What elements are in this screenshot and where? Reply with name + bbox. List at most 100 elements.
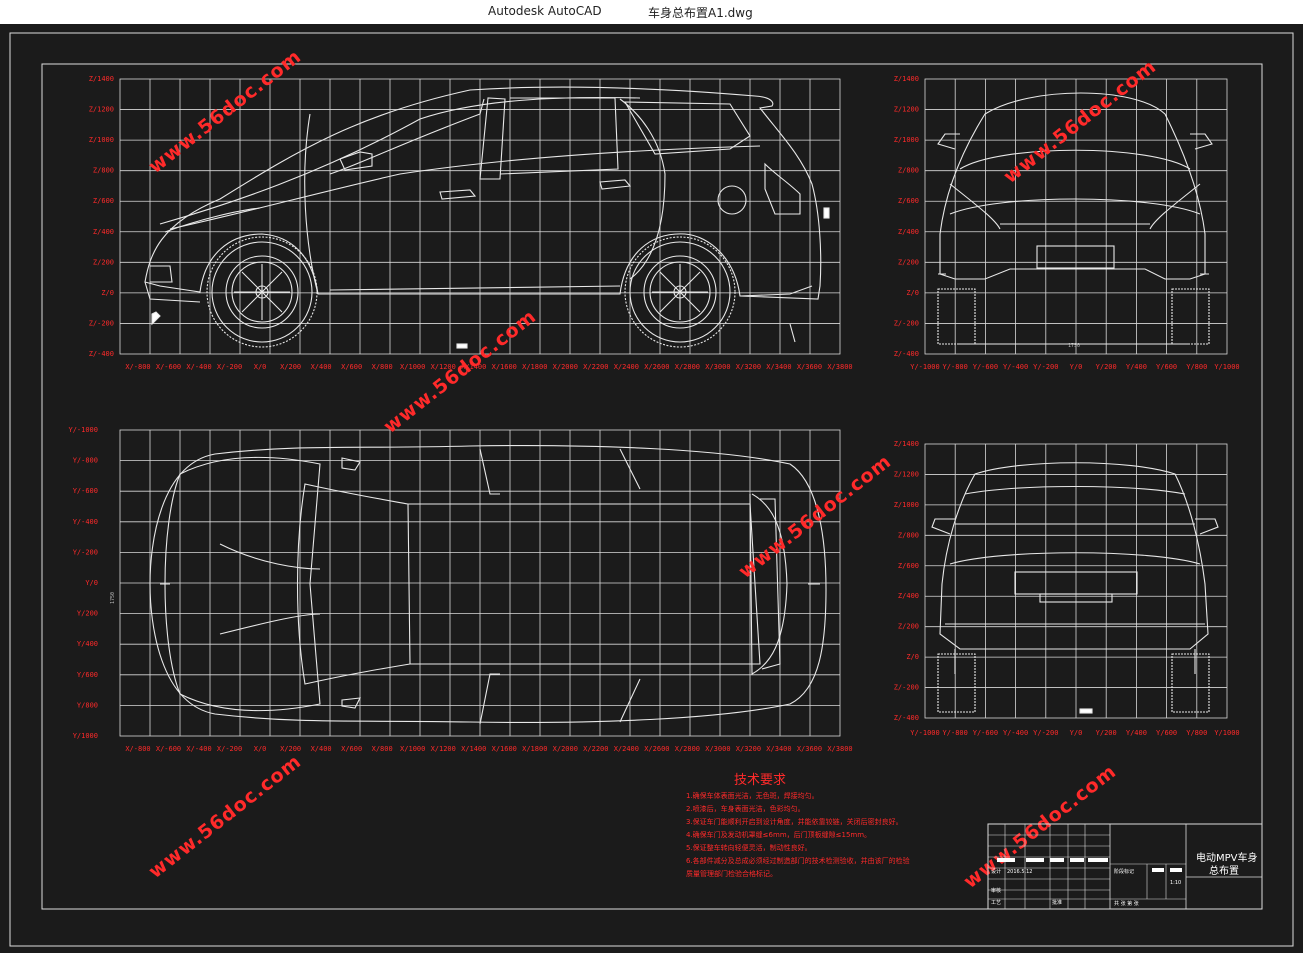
axis-tick-label: Z/1200 xyxy=(894,470,919,478)
axis-tick-label: Z/200 xyxy=(898,623,919,631)
axis-tick-label: X/400 xyxy=(311,363,332,371)
axis-tick-label: Z/1400 xyxy=(89,75,114,83)
axis-tick-label: Y/-800 xyxy=(943,363,968,371)
axis-tick-label: Z/0 xyxy=(101,289,114,297)
axis-tick-label: Z/-200 xyxy=(894,684,919,692)
axis-tick-label: X/3200 xyxy=(736,363,761,371)
top-view-y-labels: Y/-1000Y/-800Y/-600Y/-400Y/-200Y/0Y/200Y… xyxy=(68,426,98,740)
watermark-text: www.56doc.com xyxy=(380,305,541,438)
axis-tick-label: Y/-200 xyxy=(1033,729,1058,737)
front-view-car-outline xyxy=(937,92,1213,345)
axis-tick-label: Y/-200 xyxy=(73,548,98,556)
axis-tick-label: X/2600 xyxy=(644,363,669,371)
technical-requirements-title: 技术要求 xyxy=(734,773,786,788)
top-view-grid xyxy=(119,429,841,737)
axis-tick-label: X/3400 xyxy=(766,745,791,753)
requirement-item: 1.确保车体表面光洁，无色斑，焊接均匀。 xyxy=(686,791,819,800)
axis-tick-label: Y/0 xyxy=(85,579,98,587)
drawing-title: 电动MPV车身 xyxy=(1196,851,1258,864)
sheet-label: 共 张 第 张 xyxy=(1114,900,1139,907)
axis-tick-label: X/3800 xyxy=(827,363,852,371)
requirement-item: 5.保证整车转向轻便灵活，制动性良好。 xyxy=(686,843,812,852)
axis-tick-label: X/2200 xyxy=(583,745,608,753)
axis-tick-label: Z/200 xyxy=(93,258,114,266)
axis-tick-label: Y/200 xyxy=(77,610,98,618)
checker-label: 审核 xyxy=(991,887,1001,894)
axis-tick-label: X/-200 xyxy=(217,745,242,753)
axis-tick-label: Z/-200 xyxy=(894,319,919,327)
axis-tick-label: Z/1000 xyxy=(894,501,919,509)
axis-tick-label: X/3000 xyxy=(705,363,730,371)
axis-tick-label: X/2800 xyxy=(675,745,700,753)
front-view-width-dimension: 1750 xyxy=(1068,343,1080,349)
technical-requirements: 技术要求 1.确保车体表面光洁，无色斑，焊接均匀。 2.喷漆后，车身表面光洁，色… xyxy=(686,773,910,878)
axis-tick-label: Y/800 xyxy=(1186,729,1207,737)
axis-tick-label: X/3600 xyxy=(797,363,822,371)
watermark-text: www.56doc.com xyxy=(735,450,896,583)
axis-tick-label: Z/600 xyxy=(93,197,114,205)
axis-tick-label: X/1400 xyxy=(461,363,486,371)
axis-tick-label: X/1800 xyxy=(522,745,547,753)
axis-tick-label: X/600 xyxy=(341,745,362,753)
axis-tick-label: Y/-200 xyxy=(1033,363,1058,371)
axis-tick-label: Y/-400 xyxy=(73,518,98,526)
axis-tick-label: Z/-400 xyxy=(894,350,919,358)
cad-drawing[interactable]: Z/1400Z/1200Z/1000Z/800Z/600Z/400Z/200Z/… xyxy=(0,24,1303,953)
axis-tick-label: X/2000 xyxy=(553,363,578,371)
axis-tick-label: X/1800 xyxy=(522,363,547,371)
axis-tick-label: Y/400 xyxy=(77,640,98,648)
stage-mark-label: 阶段标记 xyxy=(1114,868,1134,875)
axis-tick-label: Z/800 xyxy=(93,167,114,175)
axis-tick-label: X/1000 xyxy=(400,745,425,753)
process-label: 工艺 xyxy=(991,900,1001,906)
axis-tick-label: X/400 xyxy=(311,745,332,753)
axis-tick-label: Y/400 xyxy=(1126,363,1147,371)
axis-tick-label: X/3400 xyxy=(766,363,791,371)
axis-tick-label: X/200 xyxy=(280,363,301,371)
requirement-item: 6.各部件减分及总成必须经过制造部门的技术检测验收，并由该厂的检验 xyxy=(686,856,910,865)
requirement-item: 4.确保车门及发动机罩缝≤6mm，后门顶板缝隙≤15mm。 xyxy=(686,830,871,839)
axis-tick-label: Z/600 xyxy=(898,197,919,205)
drawing-title-line2: 总布置 xyxy=(1209,864,1239,877)
axis-tick-label: X/0 xyxy=(254,745,267,753)
axis-tick-label: X/2200 xyxy=(583,363,608,371)
watermark-text: www.56doc.com xyxy=(960,760,1121,893)
front-view-z-labels: Z/1400Z/1200Z/1000Z/800Z/600Z/400Z/200Z/… xyxy=(894,75,919,358)
axis-tick-label: Y/1000 xyxy=(1214,729,1239,737)
axis-tick-label: Y/400 xyxy=(1126,729,1147,737)
axis-tick-label: X/-800 xyxy=(125,363,150,371)
axis-tick-label: X/2000 xyxy=(553,745,578,753)
axis-tick-label: Z/-400 xyxy=(894,714,919,722)
axis-tick-label: Z/0 xyxy=(906,653,919,661)
axis-tick-label: Y/0 xyxy=(1070,363,1083,371)
axis-tick-label: X/3000 xyxy=(705,745,730,753)
axis-tick-label: X/1200 xyxy=(431,745,456,753)
axis-tick-label: Y/-600 xyxy=(73,487,98,495)
axis-tick-label: Y/600 xyxy=(1156,363,1177,371)
designer-label: 设计 xyxy=(991,868,1001,875)
approve-label: 批准 xyxy=(1052,899,1062,906)
design-date: 2016.5.12 xyxy=(1007,869,1032,875)
axis-tick-label: Y/-800 xyxy=(943,729,968,737)
side-view-rear-wheel xyxy=(624,236,736,348)
axis-tick-label: X/2800 xyxy=(675,363,700,371)
window-title-bar: Autodesk AutoCAD 车身总布置A1.dwg xyxy=(0,0,1303,25)
axis-tick-label: Y/1000 xyxy=(1214,363,1239,371)
axis-tick-label: X/600 xyxy=(341,363,362,371)
axis-tick-label: Z/800 xyxy=(898,531,919,539)
watermark: www.56doc.com www.56doc.com www.56doc.co… xyxy=(145,45,1161,893)
axis-tick-label: X/3200 xyxy=(736,745,761,753)
axis-tick-label: Z/1000 xyxy=(89,136,114,144)
axis-tick-label: Y/800 xyxy=(1186,363,1207,371)
axis-tick-label: Y/200 xyxy=(1096,729,1117,737)
axis-tick-label: X/2600 xyxy=(644,745,669,753)
axis-tick-label: Y/1000 xyxy=(73,732,98,740)
axis-tick-label: Z/-400 xyxy=(89,350,114,358)
axis-tick-label: Z/600 xyxy=(898,562,919,570)
axis-tick-label: X/-400 xyxy=(186,745,211,753)
axis-tick-label: X/1600 xyxy=(492,363,517,371)
axis-tick-label: Y/-1000 xyxy=(910,363,940,371)
